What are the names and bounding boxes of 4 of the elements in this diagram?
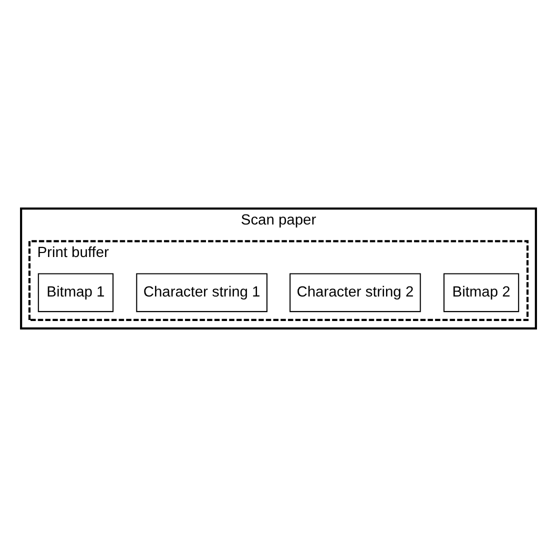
node-box: Character string 1 [136, 272, 268, 312]
node-box: Bitmap 2 [443, 272, 520, 312]
node-box: Character string 2 [290, 272, 421, 312]
node-box: Bitmap 1 [38, 272, 114, 312]
